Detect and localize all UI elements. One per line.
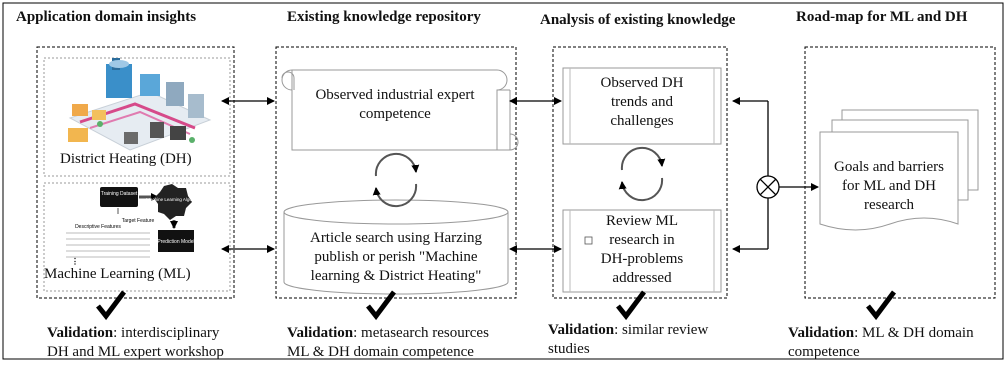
validation-1-line-1: : interdisciplinary bbox=[113, 325, 220, 341]
review-line-3: DH-problems bbox=[600, 251, 684, 267]
review-ml-box bbox=[562, 209, 722, 293]
dh-trends-text: Observed DH trends and challenges bbox=[570, 74, 714, 131]
column-4-title: Road-map for ML and DH bbox=[796, 9, 968, 25]
dh-box bbox=[43, 57, 231, 177]
column-2-title: Existing knowledge repository bbox=[287, 9, 481, 25]
algorithm-gear-icon bbox=[154, 184, 192, 220]
goals-line-1: Goals and barriers bbox=[834, 159, 944, 175]
expert-line-1: Observed industrial expert bbox=[315, 87, 475, 103]
validation-3: Validation: similar review studies bbox=[548, 321, 708, 359]
column-4-container bbox=[804, 46, 996, 299]
ml-ellipsis-icon: ⋮ bbox=[71, 257, 79, 266]
validation-1-line-2: DH and ML expert workshop bbox=[47, 344, 224, 360]
article-line-3: learning & District Heating" bbox=[310, 268, 482, 284]
ml-workflow-illustration: Training Dataset Machine Learning Algori… bbox=[66, 184, 202, 266]
ml-box bbox=[43, 182, 231, 292]
goals-line-2: for ML and DH bbox=[841, 178, 936, 194]
column-3-title: Analysis of existing knowledge bbox=[540, 12, 736, 28]
trends-line-3: challenges bbox=[610, 113, 674, 129]
validation-1-label: Validation bbox=[47, 325, 114, 341]
goals-document-stack bbox=[819, 109, 979, 231]
expert-line-2: competence bbox=[359, 106, 431, 122]
district-heating-illustration bbox=[68, 58, 212, 151]
training-dataset-block bbox=[100, 187, 138, 207]
review-ml-text: Review ML research in DH-problems addres… bbox=[570, 212, 714, 288]
summing-junction-icon bbox=[756, 175, 780, 199]
goals-text: Goals and barriers for ML and DH researc… bbox=[826, 158, 952, 215]
dh-trends-box bbox=[562, 67, 722, 145]
validation-2: Validation: metasearch resources ML & DH… bbox=[287, 324, 489, 362]
ml-algorithm-label: Machine Learning Algorithm bbox=[146, 197, 202, 202]
ml-training-label: Training Dataset bbox=[101, 191, 138, 197]
validation-1: Validation: interdisciplinary DH and ML … bbox=[47, 324, 224, 362]
checkmark-icon-1 bbox=[96, 290, 126, 321]
article-search-cylinder bbox=[283, 199, 509, 295]
checkmark-icon-4 bbox=[866, 290, 896, 321]
cycle-arrows-icon-2 bbox=[618, 146, 666, 202]
validation-3-line-1: : similar review bbox=[614, 322, 709, 338]
article-search-text: Article search using Harzing publish or … bbox=[288, 229, 504, 286]
review-line-1: Review ML bbox=[605, 213, 679, 229]
ml-label: Machine Learning (ML) bbox=[44, 266, 191, 282]
dh-label: District Heating (DH) bbox=[60, 151, 192, 167]
validation-2-line-1: : metasearch resources bbox=[353, 325, 489, 341]
validation-4: Validation: ML & DH domain competence bbox=[788, 324, 974, 362]
ml-feature-table bbox=[66, 232, 150, 258]
article-line-1: Article search using Harzing bbox=[309, 230, 483, 246]
validation-3-line-2: studies bbox=[548, 341, 590, 357]
expert-competence-scroll bbox=[281, 69, 519, 151]
trends-line-1: Observed DH bbox=[600, 75, 684, 91]
validation-2-line-2: ML & DH domain competence bbox=[287, 344, 474, 360]
trends-line-2: trends and bbox=[610, 94, 674, 110]
checkbox-glyph-icon bbox=[584, 236, 593, 245]
ml-descriptive-label: Descriptive Features bbox=[75, 224, 121, 230]
column-1-title: Application domain insights bbox=[16, 9, 197, 25]
validation-4-label: Validation bbox=[788, 325, 855, 341]
review-line-4: addressed bbox=[612, 270, 672, 286]
column-1-container bbox=[36, 46, 235, 299]
ml-model-label: Prediction Model bbox=[157, 239, 194, 245]
validation-4-line-2: competence bbox=[788, 344, 860, 360]
prediction-model-block bbox=[158, 230, 194, 252]
cycle-arrows-icon bbox=[372, 152, 420, 208]
validation-4-line-1: : ML & DH domain bbox=[854, 325, 974, 341]
checkmark-icon-3 bbox=[616, 290, 646, 321]
checkmark-icon-2 bbox=[366, 290, 396, 321]
article-line-2: publish or perish "Machine bbox=[314, 249, 478, 265]
validation-2-label: Validation bbox=[287, 325, 354, 341]
review-line-2: research in bbox=[609, 232, 675, 248]
column-2-container bbox=[275, 46, 517, 299]
validation-3-label: Validation bbox=[548, 322, 615, 338]
expert-competence-text: Observed industrial expert competence bbox=[292, 86, 498, 124]
goals-line-3: research bbox=[864, 197, 914, 213]
ml-target-label: Target Feature bbox=[122, 218, 155, 224]
outer-frame bbox=[2, 2, 1004, 360]
